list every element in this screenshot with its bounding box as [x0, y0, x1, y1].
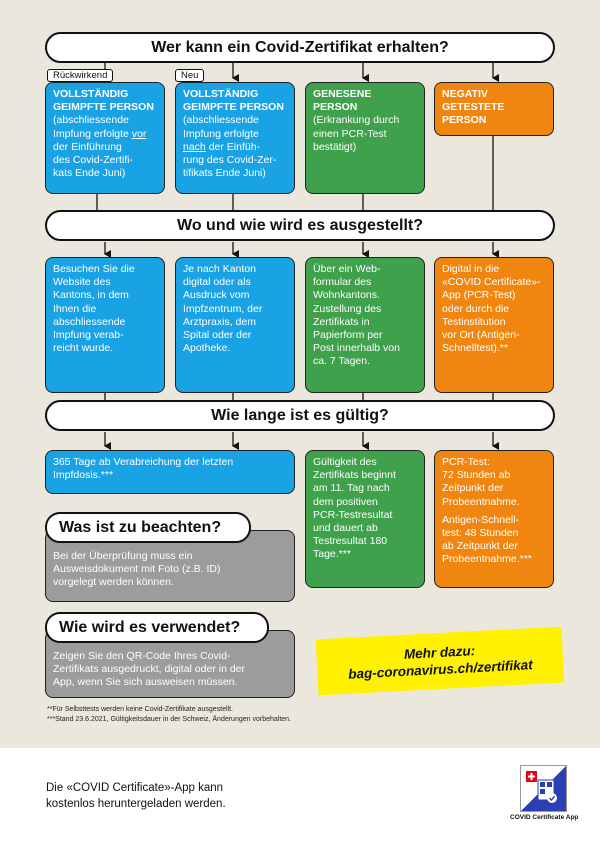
covid-certificate-app-icon[interactable]: [520, 765, 567, 812]
who-col3-body: (Erkrankung durch einen PCR-Test bestäti…: [313, 114, 400, 153]
who-col2-pre: (abschliessende Impfung erfolgte: [183, 114, 259, 140]
footnote-selftests: **Für Selbsttests werden keine Covid-Zer…: [47, 706, 233, 713]
note-use-title: Wie wird es verwendet?: [45, 612, 269, 643]
who-col1-title: VOLLSTÄNDIG GEIMPFTE PERSON: [53, 88, 154, 114]
who-col2-title: VOLLSTÄNDIG GEIMPFTE PERSON: [183, 88, 284, 114]
question-where: Wo und wie wird es ausgestellt?: [45, 210, 555, 241]
app-icon-graphic: [521, 766, 566, 811]
where-col1: Besuchen Sie die Website des Kantons, in…: [45, 257, 165, 393]
who-col2-under: nach: [183, 140, 206, 153]
who-col4-title: NEGATIV GETESTETE PERSON: [442, 88, 505, 127]
where-col3: Über ein Web- formular des Wohnkantons. …: [305, 257, 425, 393]
who-vaccinated-before: VOLLSTÄNDIG GEIMPFTE PERSON (abschliesse…: [45, 82, 165, 194]
app-label: COVID Certificate App: [510, 814, 579, 821]
who-col2-post: der Einfüh- rung des Covid-Zer- tifikats…: [183, 140, 277, 180]
who-vaccinated-after: VOLLSTÄNDIG GEIMPFTE PERSON (abschliesse…: [175, 82, 295, 194]
where-col4: Digital in die «COVID Certificate»- App …: [434, 257, 554, 393]
valid-pcr: PCR-Test: 72 Stunden ab Zeitpunkt der Pr…: [442, 456, 520, 508]
valid-recovered: Gültigkeit des Zertifikats beginnt am 11…: [305, 450, 425, 588]
who-col1-pre: (abschliessende Impfung erfolgte: [53, 114, 129, 140]
note-check-title: Was ist zu beachten?: [45, 512, 251, 543]
valid-antigen: Antigen-Schnell- test: 48 Stunden ab Zei…: [442, 513, 532, 566]
question-validity: Wie lange ist es gültig?: [45, 400, 555, 431]
header-question: Wer kann ein Covid-Zertifikat erhalten?: [45, 32, 555, 63]
who-col1-post: der Einführung des Covid-Zertifi- kats E…: [53, 140, 133, 180]
who-col1-under: vor: [131, 127, 147, 140]
valid-vaccinated: 365 Tage ab Verabreichung der letzten Im…: [45, 450, 295, 494]
footer-text: Die «COVID Certificate»-App kann kostenl…: [46, 782, 226, 810]
who-col3-title: GENESENE PERSON: [313, 88, 372, 114]
where-col2: Je nach Kanton digital oder als Ausdruck…: [175, 257, 295, 393]
footnote-status: ***Stand 23.6.2021, Gültigkeitsdauer in …: [47, 716, 291, 723]
who-tested-negative: NEGATIV GETESTETE PERSON: [434, 82, 554, 136]
valid-tested: PCR-Test: 72 Stunden ab Zeitpunkt der Pr…: [434, 450, 554, 588]
who-recovered: GENESENE PERSON (Erkrankung durch einen …: [305, 82, 425, 194]
tag-retroactive: Rückwirkend: [47, 69, 114, 82]
tag-new: Neu: [175, 69, 205, 82]
